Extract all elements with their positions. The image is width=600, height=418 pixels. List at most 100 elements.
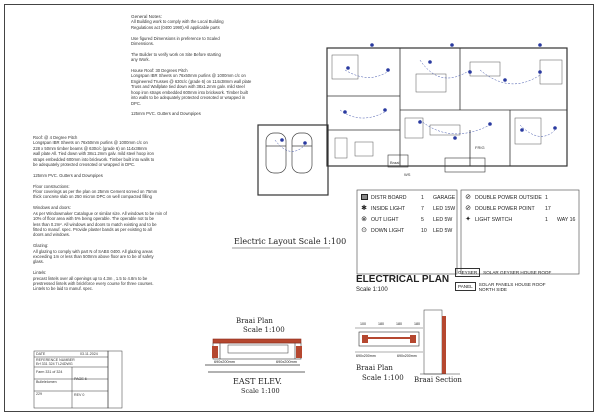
legend-qty: 17 <box>545 205 551 212</box>
construction-notes-line: precast lintels over all openings up to … <box>33 275 148 281</box>
legend-symbol-icon: ✱ <box>361 205 367 212</box>
legend-unit: GARAGE <box>433 195 456 201</box>
legend-row: DISTR BOARD 1 GARAGE <box>360 194 455 202</box>
panel-box: PANEL <box>455 282 476 291</box>
panel-label-1: SOLAR PANELS HOUSE ROOF <box>478 282 546 287</box>
tb-address-1: Farm 331 of 324 <box>36 370 63 374</box>
construction-notes-line: Floor constructions: <box>33 183 70 189</box>
general-notes-heading: General Notes: <box>131 14 162 19</box>
general-notes-line: The Builder to verify work on Site Befor… <box>131 51 221 57</box>
tb-date: 03.11.2024 <box>80 352 98 356</box>
construction-notes-line: wall plate All. Tied down with 38x1.2mm … <box>33 151 154 157</box>
construction-notes-line: All glazing to comply with part N of SAB… <box>33 248 153 254</box>
electrical-symbols <box>280 43 557 145</box>
construction-notes-line: glass. <box>33 259 44 265</box>
legend-label: LIGHT SWITCH <box>475 216 513 223</box>
braai-dim: 180 <box>414 322 420 326</box>
braai-dim: 180 <box>378 322 384 326</box>
legend-unit: LED 15W <box>433 205 456 212</box>
tb-address-2: Bullelelomen <box>36 380 57 384</box>
construction-notes-line: As per Windowmaker Catalogue or similar … <box>33 210 167 216</box>
construction-notes-line: 125mm PVC. Gutters and Downpipes <box>33 172 103 178</box>
braai-plan-bottom-title: Braai Plan <box>356 364 393 372</box>
furniture <box>331 54 563 159</box>
geyser-box: GEYSER <box>455 268 481 277</box>
geyser-label: SOLAR GEYSER HOUSE ROOF <box>483 270 552 275</box>
legend-box <box>356 189 458 275</box>
braai-plan-top-scale: Scale 1:100 <box>243 326 285 334</box>
construction-notes-line: less than 0.2m². All windows and doors t… <box>33 221 157 227</box>
braai-plan-dim-left: 690x200mm <box>356 354 376 358</box>
cars <box>265 132 313 174</box>
geyser-row: GEYSER SOLAR GEYSER HOUSE ROOF <box>455 268 551 277</box>
legend-symbol-icon: ⊘ <box>465 205 471 212</box>
title-block <box>33 350 123 409</box>
legend-box-right <box>460 189 580 275</box>
legend-unit: LED 5W <box>433 216 453 223</box>
construction-notes-line: Floor coverings as per the plan on 25mm … <box>33 189 158 195</box>
construction-notes-line: exceeding 1m or less than 500mm above fl… <box>33 253 154 259</box>
electric-layout-caption: Electric Layout Scale 1:100 <box>234 237 347 246</box>
tb-ref: Erf 331 324 TI-24DWG <box>36 362 73 366</box>
general-notes-line: Use figured Dimensions in preference to … <box>131 35 220 41</box>
general-notes-line: DPC. <box>131 100 142 106</box>
electrical-plan-scale: Scale 1:100 <box>356 287 388 293</box>
construction-notes-line: prestressed lintels with brickforce ever… <box>33 280 154 286</box>
car-left <box>265 132 287 174</box>
general-notes: General Notes: All Building work to comp… <box>131 14 321 117</box>
braai-plan-top-title: Braai Plan <box>236 317 273 325</box>
general-notes-line: hoop iron straps embedded 600mm into bri… <box>131 89 248 95</box>
braai-section-title: Braai Section <box>414 376 462 384</box>
braai-dim: 100 <box>360 322 366 326</box>
general-notes-line: into walls to be adequately protected cr… <box>131 95 246 101</box>
legend-qty: 1 <box>421 195 424 201</box>
panel-label-2: NORTH SIDE <box>478 287 507 292</box>
house-outline <box>326 47 568 167</box>
legend-symbol-icon <box>360 194 368 202</box>
construction-notes-line: be adequately protected creosoted or wra… <box>33 162 136 168</box>
east-elev-dim-left: 690x200mm <box>214 360 235 364</box>
legend-symbol-icon: ⊙ <box>361 227 367 234</box>
construction-notes-line: straps embedded 600mm into brickwork. Ti… <box>33 156 155 162</box>
ws-label: WS <box>404 172 411 177</box>
legend-unit: WAY 16 <box>557 216 576 223</box>
tb-ref-label: REFERENCE NUMBER <box>36 358 75 362</box>
construction-notes-line: Windows and doors: <box>33 205 71 211</box>
construction-notes-line: 10% of floor area with 5% being operable… <box>33 216 154 222</box>
electrical-plan-title: ELECTRICAL PLAN <box>356 274 450 285</box>
braai-dims: 100 180 180 180 <box>360 322 420 326</box>
tb-address-3: 229 <box>36 392 42 396</box>
legend-symbol-icon: ⊘ <box>465 194 471 201</box>
general-notes-line: Dimensions. <box>131 41 155 47</box>
braai-dim: 180 <box>396 322 402 326</box>
construction-notes-line: Roof: @ 4 Degree Pitch <box>33 135 78 140</box>
legend-qty: 1 <box>545 194 548 201</box>
braai-plan-bottom <box>355 327 423 353</box>
construction-notes-line: Longspan IBR Sheets on 76x50mm purlins @… <box>33 140 148 146</box>
construction-notes-line: Lintels: <box>33 270 47 276</box>
construction-notes-line: Lintels to be laid to manuf. spec. <box>33 286 94 292</box>
frig-label: FRIG <box>475 145 485 150</box>
braai-section <box>420 309 460 375</box>
legend-label: DISTR BOARD <box>371 195 407 201</box>
legend-qty: 1 <box>545 216 548 223</box>
legend-symbol-icon: ⊗ <box>361 216 367 223</box>
construction-notes-line: doors and windows. <box>33 232 71 238</box>
east-elevation <box>205 338 305 373</box>
drawing-sheet <box>4 4 594 412</box>
general-notes-line: Regulations act (0400 1990) All applicab… <box>131 24 220 30</box>
braai-plan-bottom-scale: Scale 1:100 <box>362 374 404 382</box>
construction-notes-line: fitted to manuf. spec. Provide plaster b… <box>33 226 152 232</box>
construction-notes-line: thick concrete slab on 250 micron DPC on… <box>33 194 152 200</box>
general-notes-line: Truss and Wallplate tied down with 38x1.… <box>131 84 245 90</box>
braai-plan-top <box>227 344 289 354</box>
car-right <box>291 132 313 174</box>
